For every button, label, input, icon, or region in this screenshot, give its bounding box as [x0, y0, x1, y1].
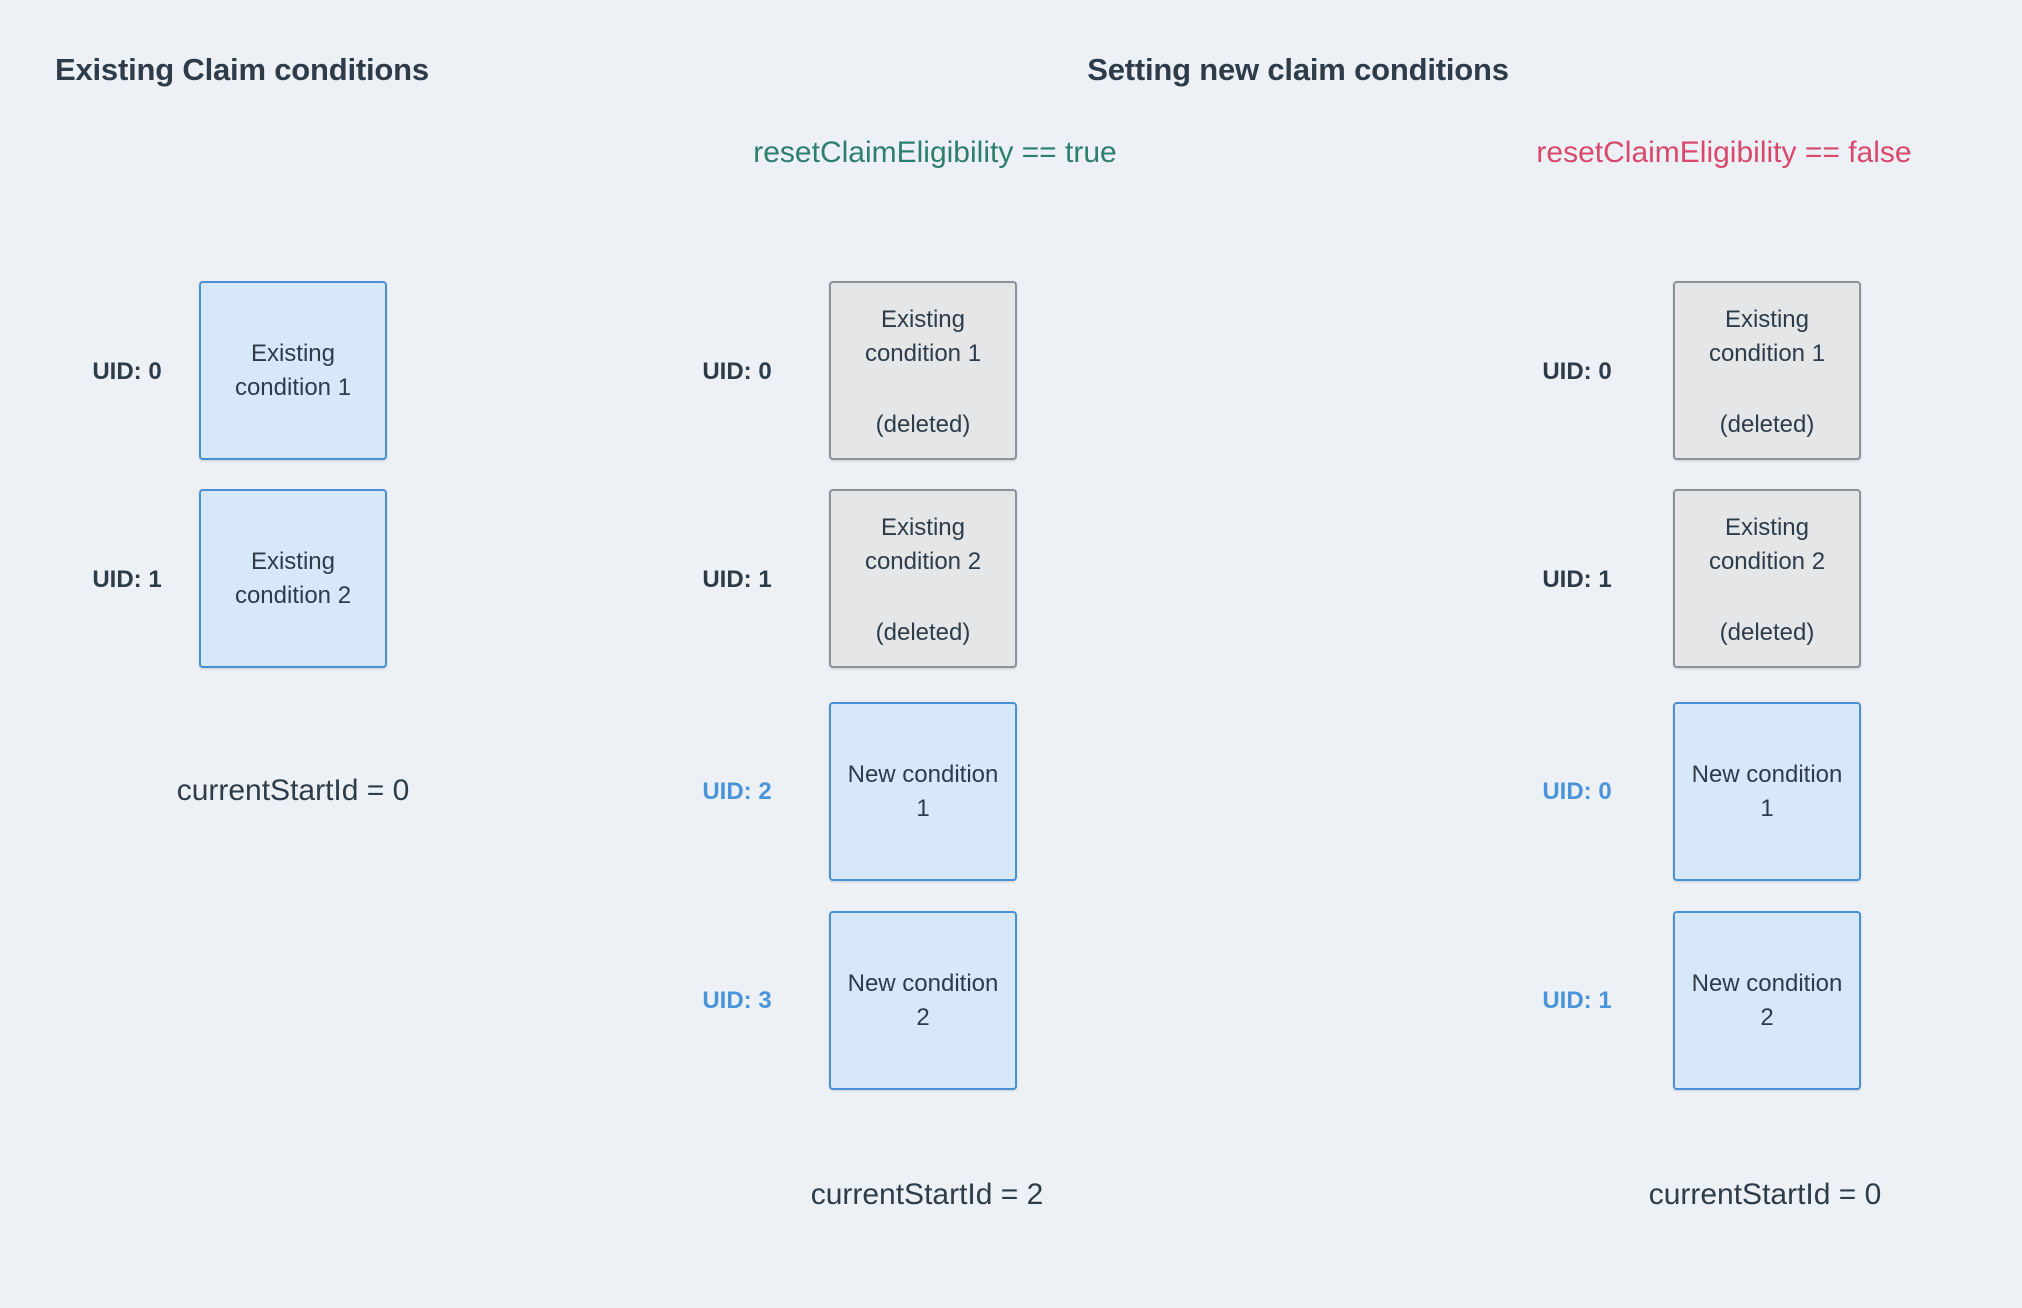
condition-box-label: New condition 2 — [847, 969, 999, 1031]
reset-eligibility-false-label: resetClaimEligibility == false — [1536, 136, 1912, 169]
condition-box-new: New condition 1 — [829, 702, 1017, 881]
condition-box-label: Existing condition 2 — [1708, 514, 1826, 575]
uid-label: UID: 0 — [1542, 358, 1612, 385]
uid-label-new: UID: 3 — [702, 987, 772, 1014]
condition-box-deleted: Existing condition 1 (deleted) — [1673, 281, 1861, 460]
uid-label: UID: 1 — [702, 566, 772, 593]
condition-box-new: New condition 2 — [1673, 911, 1861, 1090]
condition-box: Existing condition 2 — [199, 489, 387, 668]
setting-new-claim-conditions-title: Setting new claim conditions — [1087, 52, 1509, 87]
current-start-id-true: currentStartId = 2 — [810, 1178, 1044, 1211]
existing-claim-conditions-title: Existing Claim conditions — [55, 52, 429, 87]
condition-box-label: New condition 1 — [1691, 760, 1843, 822]
condition-box: Existing condition 1 — [199, 281, 387, 460]
condition-box-label: New condition 2 — [1691, 969, 1843, 1031]
reset-eligibility-true-label: resetClaimEligibility == true — [753, 136, 1117, 169]
uid-label: UID: 0 — [92, 358, 162, 385]
condition-box-new: New condition 1 — [1673, 702, 1861, 881]
deleted-note: (deleted) — [1719, 619, 1815, 646]
uid-label: UID: 0 — [702, 358, 772, 385]
uid-label: UID: 1 — [1542, 566, 1612, 593]
condition-box-label: Existing condition 1 — [234, 339, 352, 401]
condition-box-label: Existing condition 1 — [1708, 306, 1826, 367]
condition-box-label: Existing condition 2 — [234, 547, 352, 609]
uid-label-new: UID: 1 — [1542, 987, 1612, 1014]
condition-box-label: Existing condition 2 — [864, 514, 982, 575]
current-start-id-false: currentStartId = 0 — [1648, 1178, 1882, 1211]
uid-label: UID: 1 — [92, 566, 162, 593]
uid-label-new: UID: 2 — [702, 778, 772, 805]
condition-box-label: Existing condition 1 — [864, 306, 982, 367]
deleted-note: (deleted) — [875, 411, 971, 438]
deleted-note: (deleted) — [875, 619, 971, 646]
condition-box-deleted: Existing condition 2 (deleted) — [1673, 489, 1861, 668]
condition-box-deleted: Existing condition 1 (deleted) — [829, 281, 1017, 460]
deleted-note: (deleted) — [1719, 411, 1815, 438]
uid-label-new: UID: 0 — [1542, 778, 1612, 805]
condition-box-label: New condition 1 — [847, 760, 999, 822]
condition-box-new: New condition 2 — [829, 911, 1017, 1090]
current-start-id-existing: currentStartId = 0 — [176, 774, 410, 807]
condition-box-deleted: Existing condition 2 (deleted) — [829, 489, 1017, 668]
